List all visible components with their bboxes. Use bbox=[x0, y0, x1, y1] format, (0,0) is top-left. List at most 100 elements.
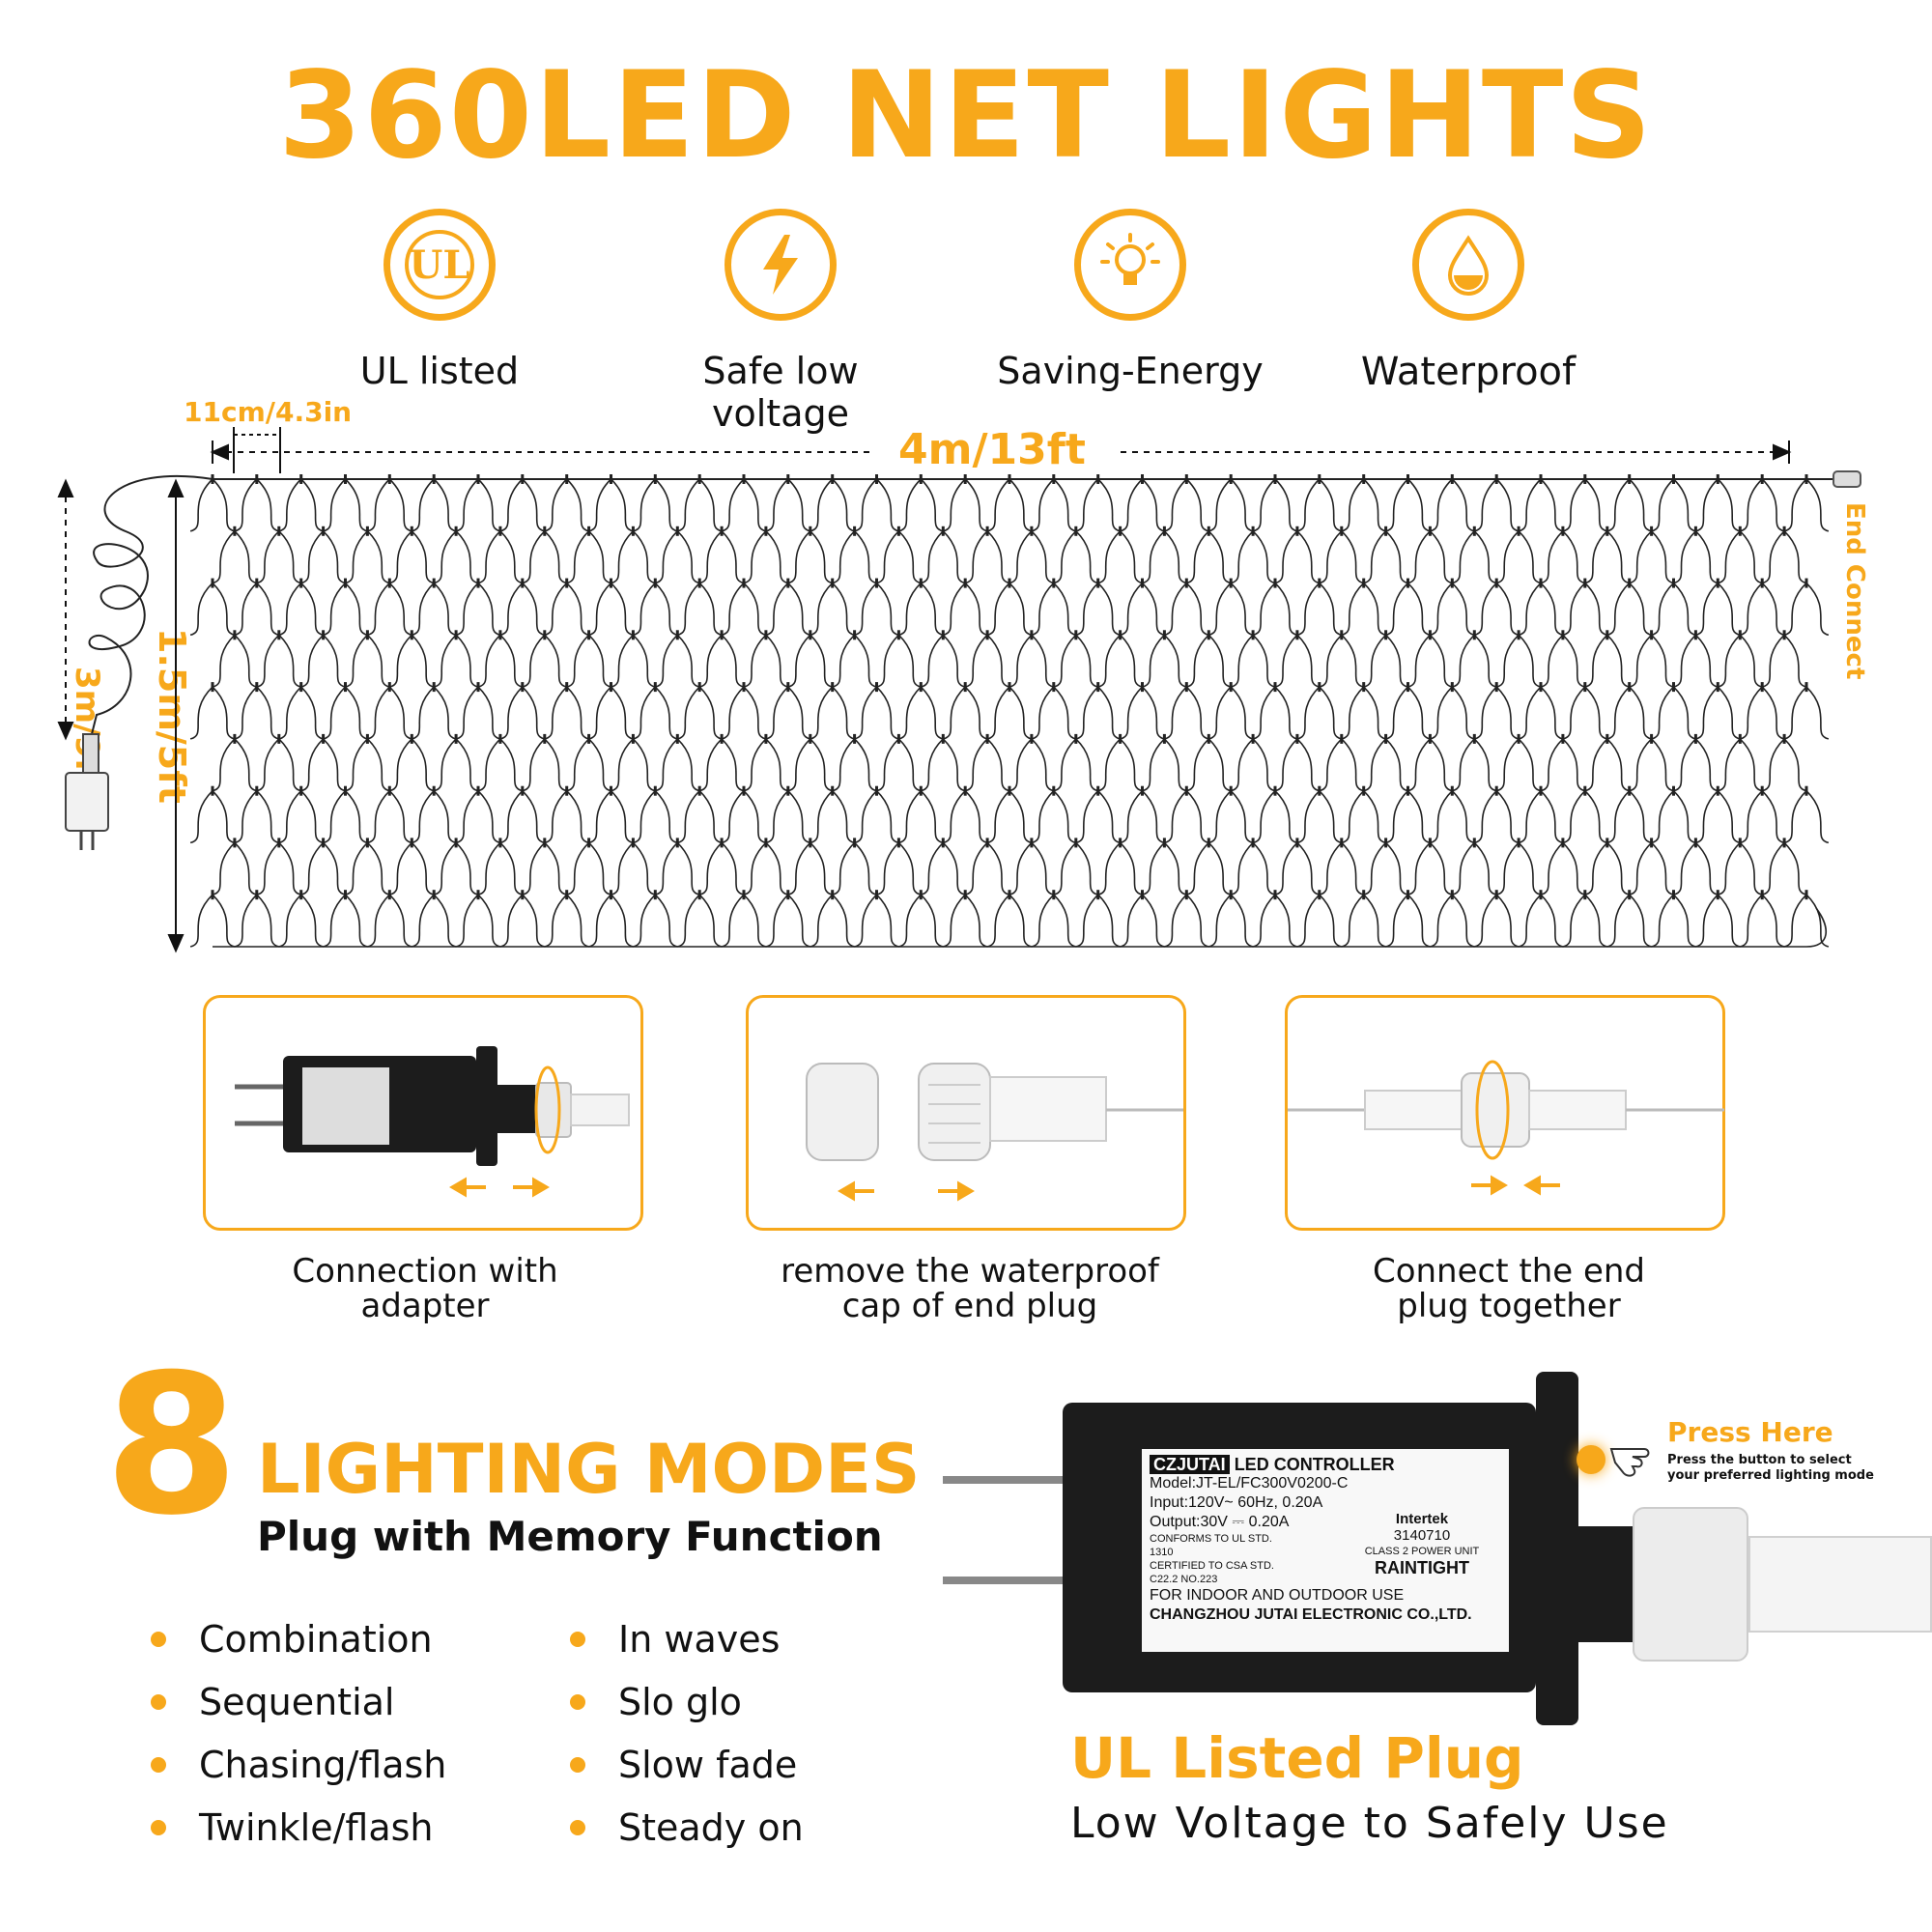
led-bulb bbox=[1628, 474, 1632, 484]
led-bulb bbox=[1096, 890, 1100, 900]
led-bulb bbox=[1008, 785, 1011, 796]
step-caption-adapter: Connection with adapter bbox=[292, 1252, 558, 1325]
led-bulb bbox=[476, 890, 480, 900]
led-bulb bbox=[1362, 578, 1366, 588]
led-bulb bbox=[365, 733, 369, 744]
led-bulb bbox=[697, 890, 701, 900]
led-bulb bbox=[565, 785, 569, 796]
led-bulb bbox=[1318, 474, 1321, 484]
led-bulb bbox=[831, 578, 835, 588]
led-bulb bbox=[1628, 890, 1632, 900]
led-bulb bbox=[1472, 630, 1476, 640]
list-item: Sequential bbox=[151, 1670, 446, 1733]
led-bulb bbox=[432, 785, 436, 796]
led-bulb bbox=[1008, 682, 1011, 693]
led-bulb bbox=[1583, 578, 1587, 588]
led-bulb bbox=[454, 630, 458, 640]
led-bulb bbox=[1229, 682, 1233, 693]
led-bulb bbox=[963, 682, 967, 693]
led-bulb bbox=[1340, 733, 1344, 744]
led-bulb bbox=[1738, 838, 1742, 848]
led-bulb bbox=[1273, 474, 1277, 484]
led-bulb bbox=[543, 526, 547, 536]
led-bulb bbox=[610, 682, 612, 693]
led-bulb bbox=[1804, 785, 1808, 796]
led-bulb bbox=[1693, 630, 1697, 640]
led-bulb bbox=[1628, 785, 1632, 796]
bullet-icon bbox=[570, 1819, 585, 1835]
spacing-label: 11cm/4.3in bbox=[184, 396, 353, 428]
mode-button[interactable] bbox=[1577, 1445, 1605, 1474]
led-bulb bbox=[1804, 682, 1808, 693]
led-bulb bbox=[985, 526, 989, 536]
led-bulb bbox=[875, 682, 878, 693]
led-bulb bbox=[1716, 578, 1719, 588]
led-bulb bbox=[1207, 838, 1210, 848]
led-bulb bbox=[410, 526, 413, 536]
led-bulb bbox=[1782, 630, 1786, 640]
press-note: Press the button to select your preferre… bbox=[1667, 1453, 1874, 1483]
led-bulb bbox=[875, 890, 878, 900]
led-bulb bbox=[1074, 630, 1078, 640]
led-bulb bbox=[277, 630, 281, 640]
press-here-label: Press Here bbox=[1667, 1416, 1833, 1448]
led-bulb bbox=[1406, 682, 1409, 693]
led-bulb bbox=[1760, 474, 1764, 484]
led-bulb bbox=[1119, 630, 1122, 640]
led-bulb bbox=[454, 526, 458, 536]
led-bulb bbox=[344, 474, 347, 484]
bullet-icon bbox=[570, 1693, 585, 1710]
led-bulb bbox=[1672, 578, 1675, 588]
led-bulb bbox=[853, 733, 857, 744]
led-bulb bbox=[587, 630, 591, 640]
led-bulb bbox=[521, 474, 525, 484]
led-bulb bbox=[387, 682, 391, 693]
step-panel-adapter bbox=[203, 995, 643, 1231]
led-bulb bbox=[299, 578, 303, 588]
bullet-icon bbox=[570, 1631, 585, 1647]
led-bulb bbox=[831, 785, 835, 796]
led-bulb bbox=[1184, 682, 1188, 693]
led-bulb bbox=[521, 682, 525, 693]
led-bulb bbox=[1539, 785, 1543, 796]
list-item: Twinkle/flash bbox=[151, 1796, 446, 1859]
led-bulb bbox=[1494, 474, 1498, 484]
led-bulb bbox=[653, 682, 657, 693]
led-bulb bbox=[963, 578, 967, 588]
led-bulb bbox=[1207, 526, 1210, 536]
led-bulb bbox=[1716, 890, 1719, 900]
led-bulb bbox=[919, 682, 923, 693]
ul-plug-title: UL Listed Plug bbox=[1070, 1725, 1524, 1791]
led-bulb bbox=[653, 785, 657, 796]
led-bulb bbox=[1119, 733, 1122, 744]
led-bulb bbox=[387, 578, 391, 588]
led-bulb bbox=[1428, 838, 1432, 848]
led-bulb bbox=[1251, 838, 1255, 848]
led-bulb bbox=[1119, 526, 1122, 536]
led-bulb bbox=[896, 838, 900, 848]
led-bulb bbox=[1008, 578, 1011, 588]
led-bulb bbox=[233, 733, 237, 744]
led-bulb bbox=[387, 890, 391, 900]
led-bulb bbox=[1583, 785, 1587, 796]
led-bulb bbox=[233, 526, 237, 536]
led-bulb bbox=[1030, 733, 1034, 744]
led-bulb bbox=[1229, 578, 1233, 588]
led-bulb bbox=[963, 785, 967, 796]
led-bulb bbox=[1096, 474, 1100, 484]
led-bulb bbox=[1760, 578, 1764, 588]
led-bulb bbox=[675, 733, 679, 744]
led-bulb bbox=[255, 682, 259, 693]
led-bulb bbox=[565, 682, 569, 693]
led-bulb bbox=[697, 578, 701, 588]
svg-text:UL: UL bbox=[409, 242, 469, 288]
led-bulb bbox=[809, 526, 812, 536]
led-bulb bbox=[1428, 526, 1432, 536]
list-item: Chasing/flash bbox=[151, 1733, 446, 1796]
led-bulb bbox=[299, 890, 303, 900]
led-bulb bbox=[919, 785, 923, 796]
led-bulb bbox=[720, 733, 724, 744]
led-bulb bbox=[697, 682, 701, 693]
led-bulb bbox=[365, 526, 369, 536]
led-bulb bbox=[1428, 630, 1432, 640]
